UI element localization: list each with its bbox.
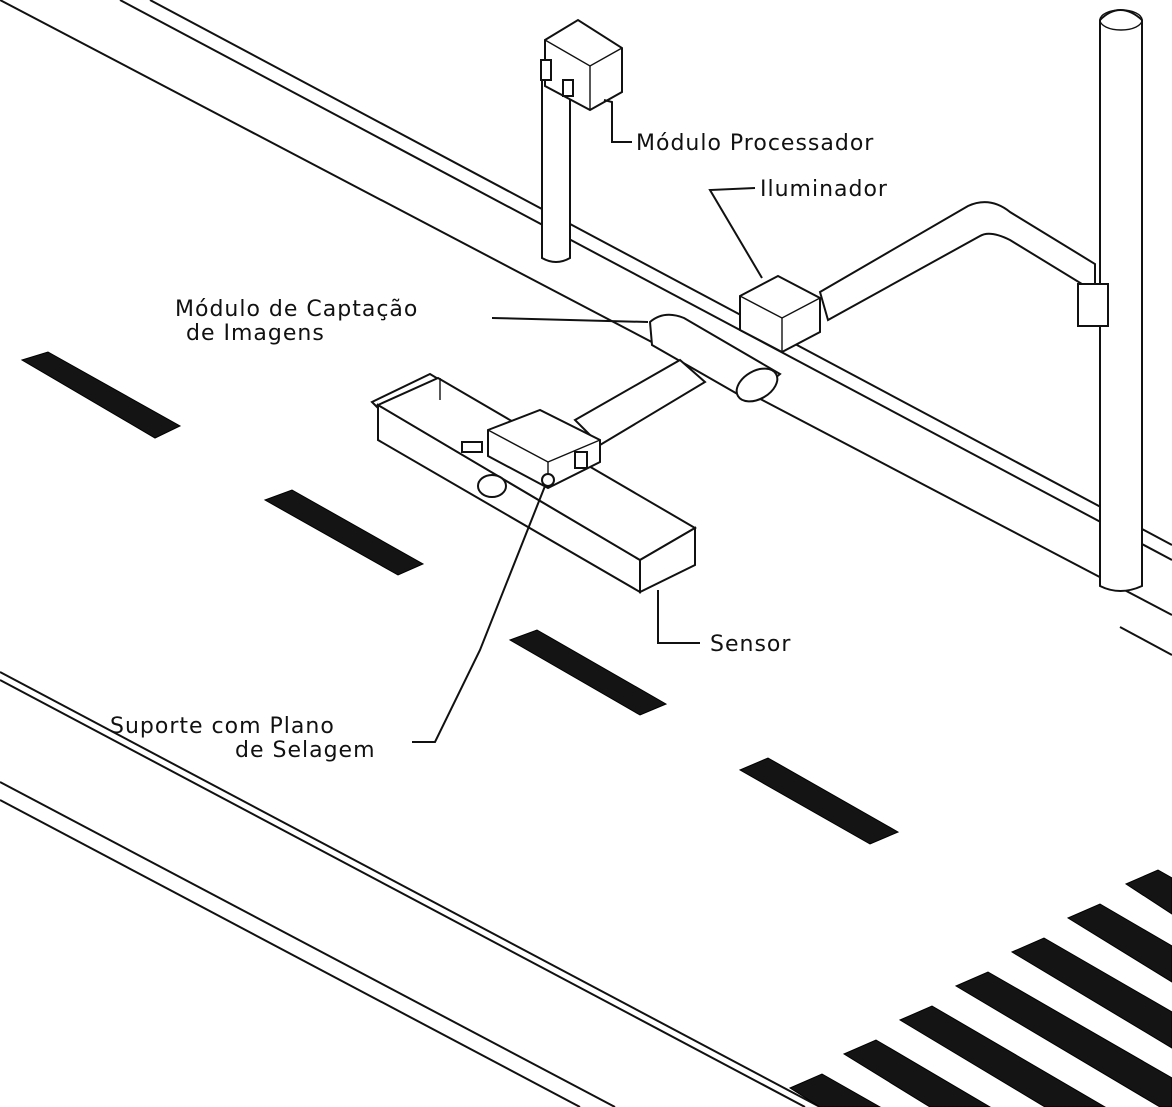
processor-pole [540, 18, 623, 263]
crosswalk-stripe [954, 971, 1172, 1107]
illuminator-box [739, 274, 821, 354]
label-processor: Módulo Processador [636, 131, 874, 156]
leader-lines [412, 99, 763, 743]
crosswalk-stripe [1124, 869, 1172, 915]
leader-support [412, 485, 546, 743]
road-edge-bottom [0, 671, 821, 1107]
lane-dash [20, 351, 182, 439]
crosswalk [788, 869, 1172, 1107]
support-bracket [461, 408, 601, 498]
crosswalk-stripe [788, 1073, 882, 1107]
label-support-line2: de Selagem [235, 738, 376, 763]
lane-dash [508, 629, 668, 716]
capture-arm [573, 313, 782, 447]
leader-illuminator [708, 187, 763, 279]
road-curb-top [0, 0, 1172, 656]
label-illuminator: Iluminador [760, 177, 888, 202]
leader-capture [491, 317, 649, 323]
crosswalk-stripe [1010, 937, 1172, 1049]
crosswalk-stripe [842, 1039, 991, 1107]
label-capture-line1: Módulo de Captação [175, 297, 418, 322]
crosswalk-stripe [898, 1005, 1106, 1107]
leader-processor [603, 99, 632, 143]
leader-sensor [657, 590, 700, 644]
illuminator-pole [818, 9, 1143, 592]
lane-dash [738, 757, 900, 845]
label-support-line1: Suporte com Plano [110, 714, 335, 739]
lane-dash [263, 489, 425, 576]
crosswalk-stripe [1066, 903, 1172, 983]
label-capture-line2: de Imagens [186, 321, 325, 346]
lane-markings [20, 351, 900, 845]
label-sensor: Sensor [710, 632, 791, 657]
